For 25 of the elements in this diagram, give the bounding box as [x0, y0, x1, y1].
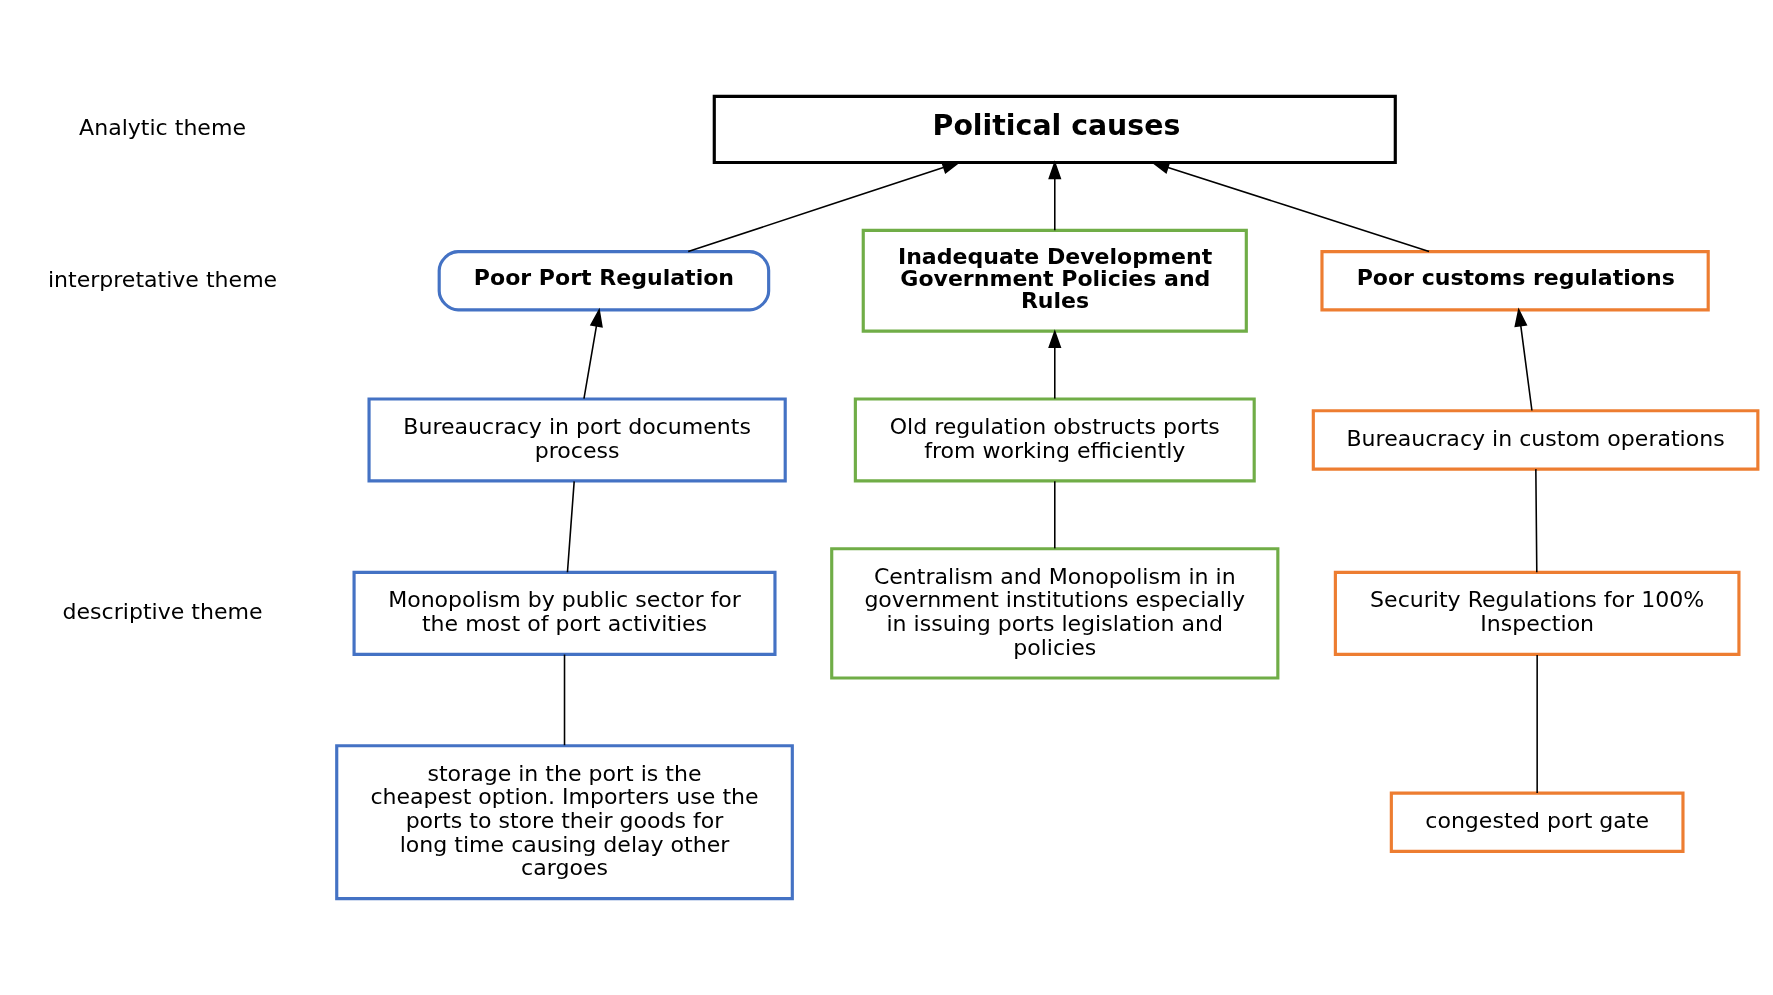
node-box: Bureaucracy in custom operations — [1311, 409, 1760, 471]
arrow — [1514, 307, 1533, 412]
label: Analytic theme — [79, 115, 246, 141]
node-box: Security Regulations for 100% Inspection — [1333, 570, 1741, 656]
connector — [1535, 468, 1538, 574]
node-box: storage in the port is the cheapest option. Importers use the ports to store their goods for long time causing delay other cargoes — [335, 744, 794, 901]
node-box: Political causes — [712, 94, 1397, 165]
connector — [1536, 654, 1538, 794]
arrow — [1048, 329, 1062, 400]
label: interpretative theme — [47, 266, 278, 292]
node-box: congested port gate — [1389, 791, 1685, 853]
label: descriptive theme — [62, 599, 263, 625]
node-box: Centralism and Monopolism in in government institutions especially in issuing ports legislation and policies — [830, 547, 1280, 680]
node-box: Poor customs regulations — [1320, 250, 1710, 312]
node-box: Old regulation obstructs ports from working efficiently — [853, 397, 1256, 483]
node-box: Monopolism by public sector for the most of port activities — [352, 570, 777, 656]
node-box: Poor Port Regulation — [437, 250, 771, 312]
arrow — [1150, 161, 1430, 253]
connector — [1054, 480, 1056, 550]
arrow — [1048, 160, 1062, 232]
node-box: Bureaucracy in port documents process — [367, 397, 787, 483]
connector — [566, 480, 575, 574]
node-box: Inadequate Development Government Policies and Rules — [861, 228, 1248, 333]
arrow — [583, 307, 603, 400]
connector — [563, 653, 566, 746]
